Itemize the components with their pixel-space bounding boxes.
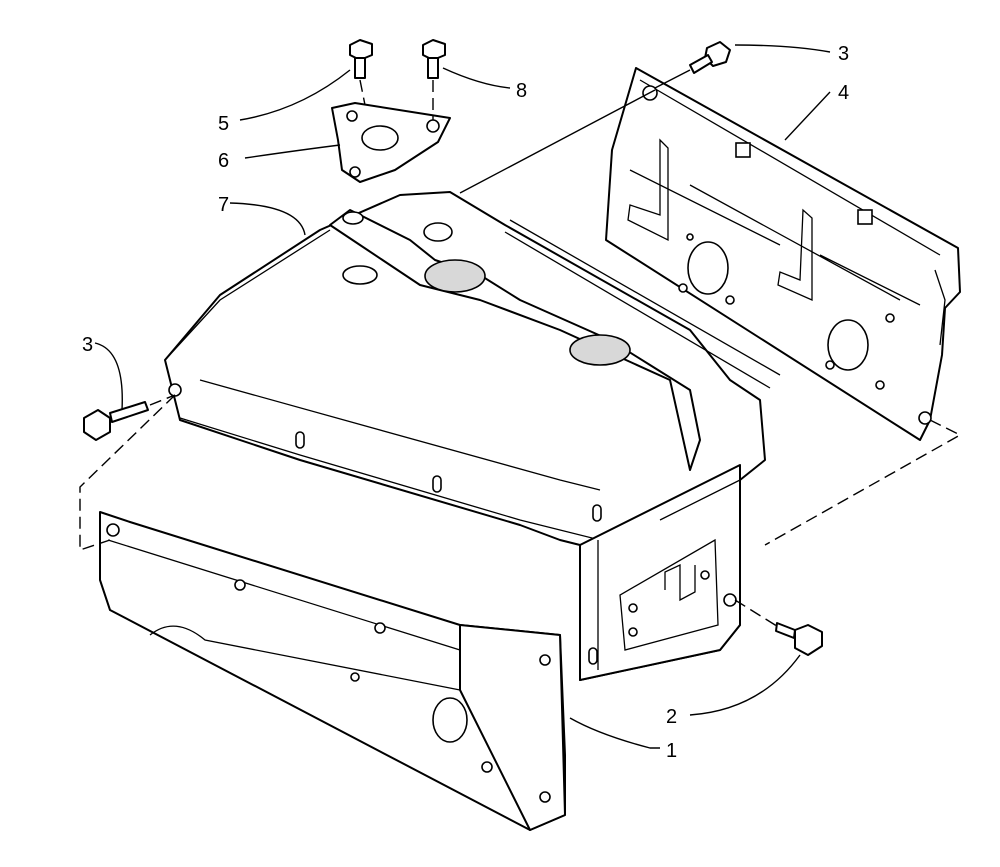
bolt-3-left xyxy=(83,401,149,441)
lower-bracket xyxy=(99,511,566,831)
bolt-2 xyxy=(775,622,823,656)
flange-plate xyxy=(331,102,451,183)
shroud-port-bottom xyxy=(569,334,631,366)
callout-6: 6 xyxy=(218,150,229,172)
assembly-lines xyxy=(79,69,962,629)
leader-lines xyxy=(94,44,831,749)
callout-2: 2 xyxy=(666,706,677,728)
callout-3-top: 3 xyxy=(838,43,849,65)
bolt-8 xyxy=(422,39,446,79)
bolt-5 xyxy=(349,39,373,79)
callouts: 1 2 3 3 4 5 6 7 8 xyxy=(82,43,849,762)
bracket-port xyxy=(432,697,468,743)
plate-right-port xyxy=(827,319,869,371)
shroud-port-top xyxy=(424,259,486,293)
plate-bottom-hole xyxy=(918,411,932,425)
main-shroud xyxy=(164,191,781,681)
callout-8: 8 xyxy=(516,80,527,102)
plate-left-port xyxy=(687,241,729,295)
callout-5: 5 xyxy=(218,113,229,135)
callout-7: 7 xyxy=(218,194,229,216)
rear-mounting-plate xyxy=(605,67,961,441)
callout-4: 4 xyxy=(838,82,849,104)
plate-nut-left xyxy=(735,142,751,158)
bolt-3-top xyxy=(689,41,731,74)
callout-3-left: 3 xyxy=(82,334,93,356)
plate-nut-right xyxy=(857,209,873,225)
callout-1: 1 xyxy=(666,740,677,762)
